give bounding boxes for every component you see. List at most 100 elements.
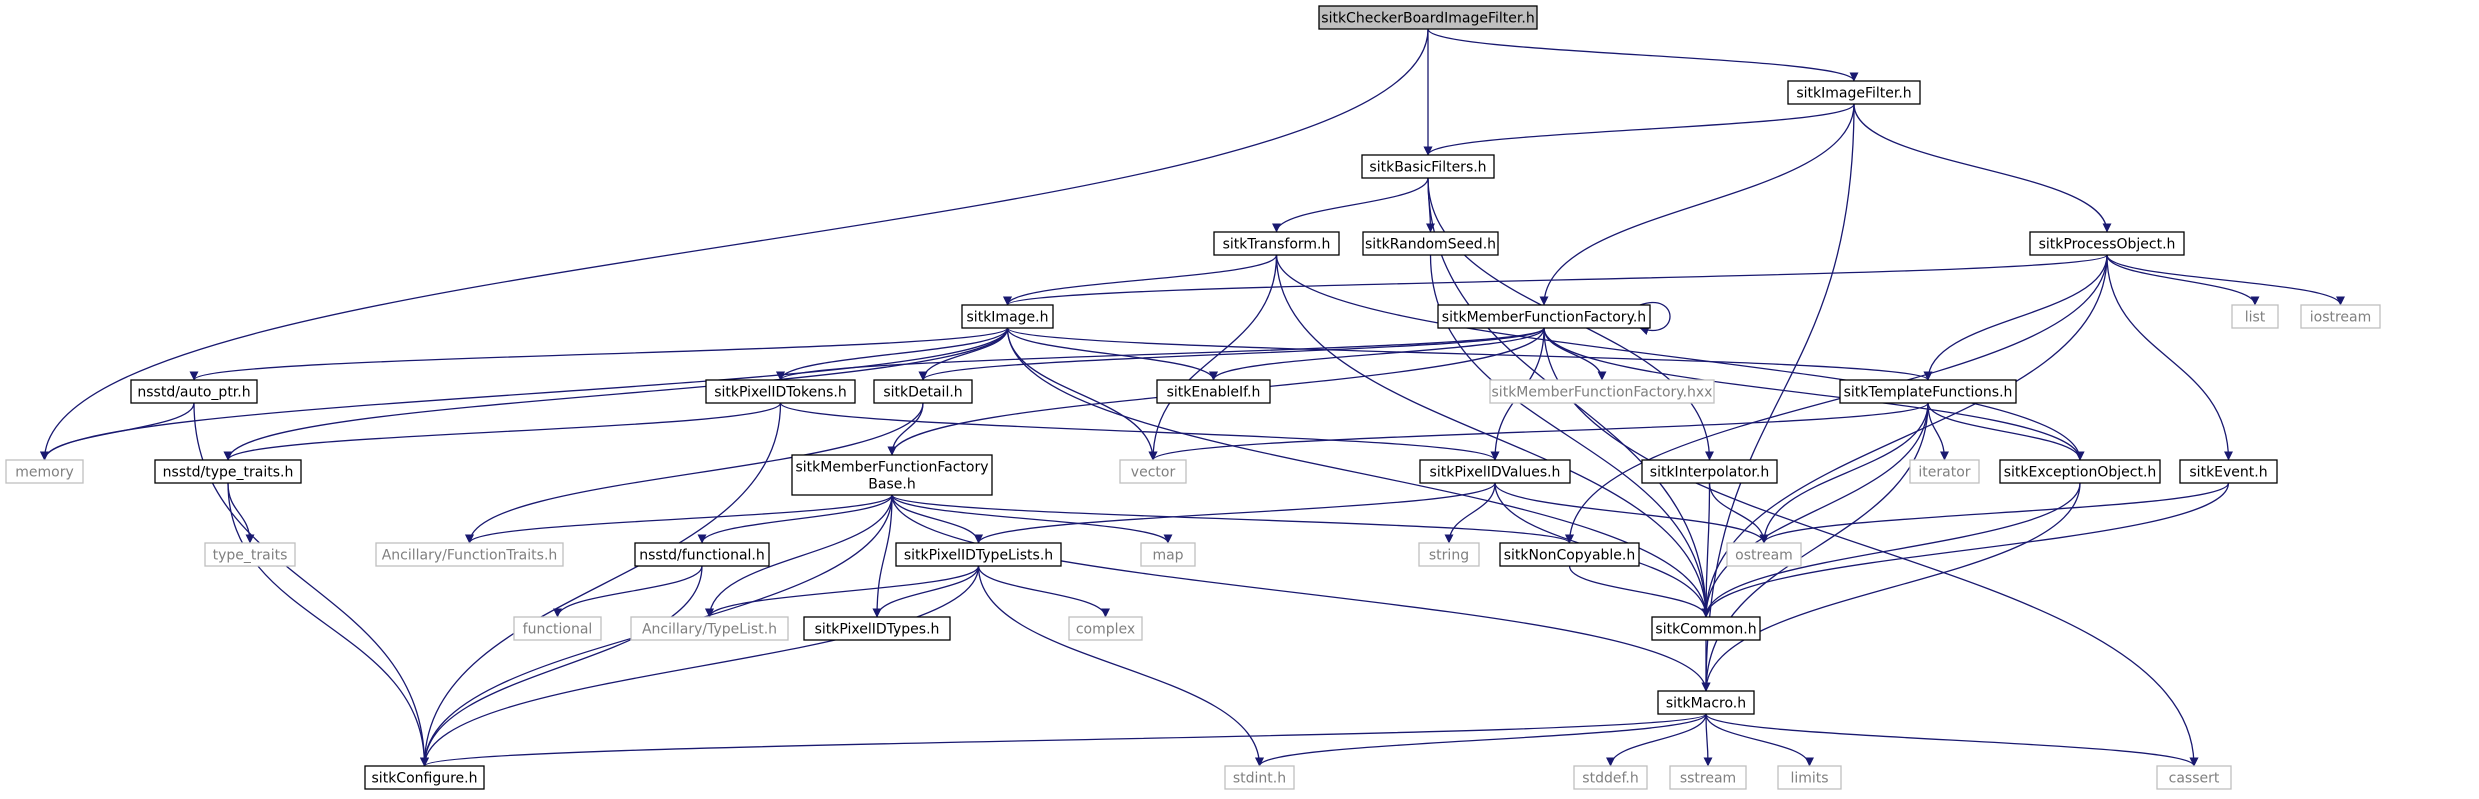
node-box [1999,459,2161,484]
node-box [1573,765,1648,790]
node-NonCopyable[interactable]: sitkNonCopyable.h [1499,542,1640,567]
node-EnableIf[interactable]: sitkEnableIf.h [1156,379,1271,404]
node-label: sitkImageFilter.h [1796,86,1911,102]
edge-ProcessObject-to-iostream [2106,254,2345,306]
edge-Macro-to-cassert [1705,713,2199,767]
node-label: complex [1076,622,1135,638]
node-label: sitkRandomSeed.h [1365,237,1496,253]
node-functional_h[interactable]: nsstd/functional.h [634,542,770,567]
node-label: sitkMemberFunctionFactory.hxx [1492,385,1713,401]
edge-Macro-to-Configure [420,713,1707,767]
edge-ProcessObject-to-TemplateFunctions [1923,254,2108,381]
node-Transform[interactable]: sitkTransform.h [1213,231,1340,256]
edge-ProcessObject-to-Image [1003,254,2108,306]
node-label: vector [1131,465,1176,481]
node-auto_ptr[interactable]: nsstd/auto_ptr.h [130,379,258,404]
edge-ImageFilter-to-BasicFilters [1423,103,1855,156]
node-box [1437,304,1651,329]
node-stddef: stddef.h [1573,765,1648,790]
edge-Image-to-Detail [918,327,1009,381]
node-Configure[interactable]: sitkConfigure.h [364,765,485,790]
edge-Event-to-Common [1701,482,2230,618]
edge-ImageFilter-to-ProcessObject [1853,103,2112,233]
node-box [1318,5,1538,30]
node-box [1361,154,1495,179]
node-box [1909,459,1980,484]
node-box [5,459,84,484]
node-ExceptionObject[interactable]: sitkExceptionObject.h [1999,459,2161,484]
node-label: nsstd/auto_ptr.h [137,385,250,401]
node-MemberFunctionFactory[interactable]: sitkMemberFunctionFactory.h [1437,304,1651,329]
edge-MemberFunctionFactory-to-Detail [918,327,1545,381]
node-PixelIDTokens[interactable]: sitkPixelIDTokens.h [705,379,856,404]
node-label: sitkDetail.h [883,385,962,401]
node-label: sitkBasicFilters.h [1369,160,1486,176]
edge-auto_ptr-to-memory [40,402,195,461]
node-box [1669,765,1747,790]
node-box [705,379,856,404]
edge-PixelIDValues-to-PixelIDTypeLists [974,482,1496,544]
node-box [1489,379,1715,404]
edge-PixelIDValues-to-ostream [1494,482,1769,544]
node-BasicFilters[interactable]: sitkBasicFilters.h [1361,154,1495,179]
node-Common[interactable]: sitkCommon.h [1651,616,1761,641]
node-label: Ancillary/TypeList.h [642,622,777,638]
edge-Interpolator-to-Common [1701,482,1711,618]
node-box [873,379,973,404]
node-label: sitkNonCopyable.h [1504,548,1636,564]
edge-ImageFilter-to-MemberFunctionFactory [1539,103,1855,306]
edge-PixelIDTypeLists-to-TypeList [705,565,980,618]
edge-NonCopyable-to-Common [1568,565,1711,618]
node-label: ostream [1735,548,1793,564]
node-box [961,304,1054,329]
node-PixelIDValues[interactable]: sitkPixelIDValues.h [1419,459,1571,484]
node-label: sitkEvent.h [2189,465,2267,481]
edge-MemberFunctionFactory-to-MemberFunctionFactory [1639,302,1671,336]
node-ImageFilter[interactable]: sitkImageFilter.h [1787,80,1921,105]
edge-Detail-to-FunctionTraits [465,402,924,544]
node-Macro[interactable]: sitkMacro.h [1657,690,1755,715]
node-TemplateFunctions[interactable]: sitkTemplateFunctions.h [1839,379,2017,404]
edge-Image-to-vector [1006,327,1158,461]
node-label: sitkTransform.h [1223,237,1331,253]
node-Detail[interactable]: sitkDetail.h [873,379,973,404]
edge-MFFBase-to-map [891,494,1173,544]
edge-PixelIDTokens-to-PixelIDValues [779,402,1500,461]
node-box [1787,80,1921,105]
node-vector: vector [1119,459,1187,484]
node-TypeList: Ancillary/TypeList.h [630,616,789,641]
node-label: limits [1790,771,1828,787]
node-label: memory [15,465,74,481]
edge-TemplateFunctions-to-iterator [1927,402,1949,461]
node-sstream: sstream [1669,765,1747,790]
node-label: sitkProcessObject.h [2039,237,2176,253]
node-Image[interactable]: sitkImage.h [961,304,1054,329]
node-box [1224,765,1295,790]
edge-ProcessObject-to-Event [2106,254,2233,461]
node-box [1657,690,1755,715]
node-label: sitkMacro.h [1666,696,1746,712]
node-RandomSeed[interactable]: sitkRandomSeed.h [1362,231,1499,256]
node-root[interactable]: sitkCheckerBoardImageFilter.h [1318,5,1538,30]
node-PixelIDTypes[interactable]: sitkPixelIDTypes.h [803,616,951,641]
node-PixelIDTypeLists[interactable]: sitkPixelIDTypeLists.h [895,542,1062,567]
node-label: cassert [2169,771,2220,787]
node-functional: functional [513,616,602,641]
edge-MFFBase-to-NonCopyable [891,494,1574,544]
node-string: string [1418,542,1480,567]
edge-MemberFunctionFactory-to-cassert [1543,327,2199,767]
node-box [1641,459,1778,484]
node-label: sitkExceptionObject.h [2004,465,2157,481]
node-box [1777,765,1842,790]
node-FunctionTraits: Ancillary/FunctionTraits.h [375,542,564,567]
edge-MFFBase-to-Macro [891,494,1711,692]
node-ProcessObject[interactable]: sitkProcessObject.h [2029,231,2185,256]
node-box [1419,459,1571,484]
node-box [204,542,296,567]
edge-MemberFunctionFactory-to-EnableIf [1209,327,1545,381]
node-Event[interactable]: sitkEvent.h [2179,459,2278,484]
node-type_traits: type_traits [204,542,296,567]
node-type_traits_h[interactable]: nsstd/type_traits.h [154,459,302,484]
node-Interpolator[interactable]: sitkInterpolator.h [1641,459,1778,484]
